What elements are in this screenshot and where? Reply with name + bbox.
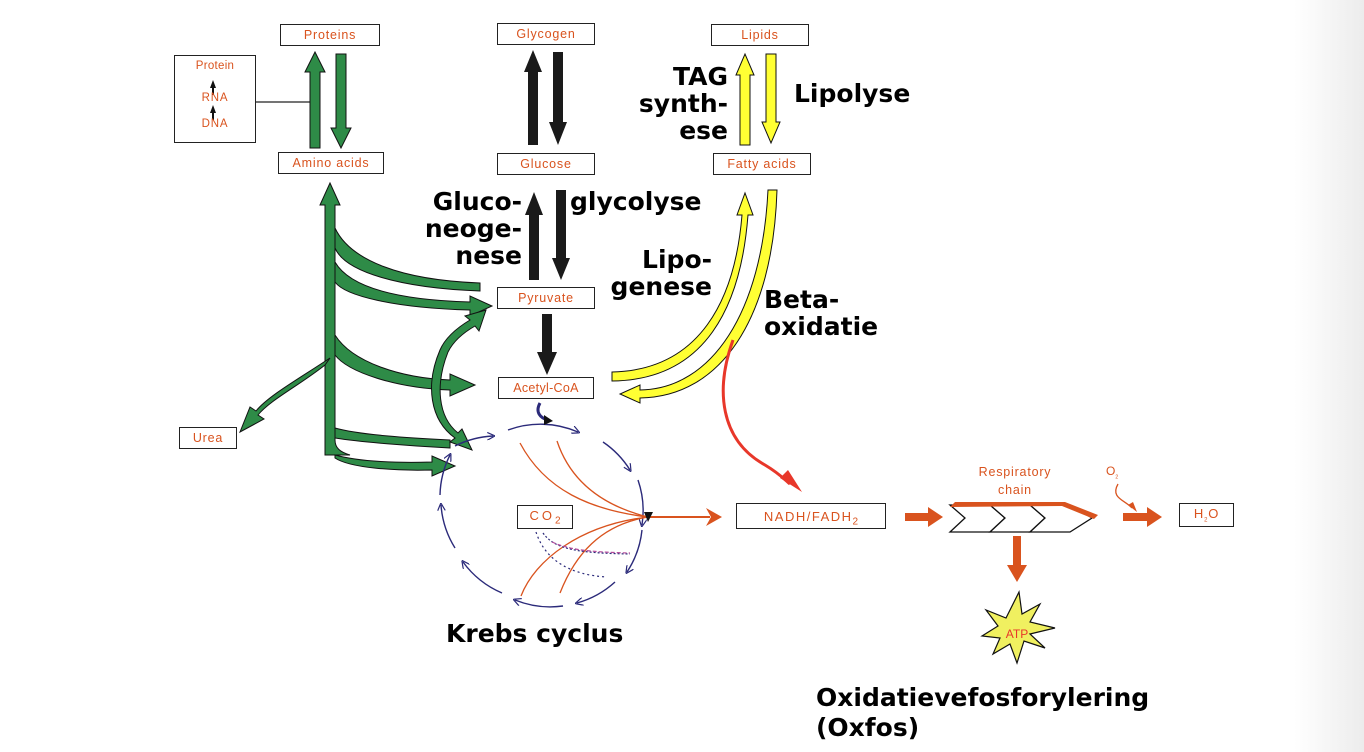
glycogen-box: Glycogen [497,23,595,45]
co2-dotted-line [542,532,631,555]
junction-marker-icon [644,512,653,522]
krebs-cyclus-label: Krebs cyclus [446,619,624,648]
tag-line-1: TAG [673,62,728,91]
red-arrowhead [780,470,802,492]
atp-label: ATP [1005,627,1029,641]
proteins-box: Proteins [280,24,380,46]
dogma-protein: Protein [195,60,235,72]
h2o-box: H2O [1179,503,1234,527]
co2-text: CO [529,508,555,523]
pyruvate-box: Pyruvate [497,287,595,309]
dogma-dna: DNA [201,118,229,130]
urea-box: Urea [179,427,237,449]
co2-dotted-line-2 [535,531,608,578]
lipo-line-1: Lipo- [642,245,712,274]
o2-arrowhead [1128,502,1137,512]
beta-oxidatie-label: Beta- oxidatie [764,286,878,340]
chain-to-atp-arrow [1007,536,1027,582]
gluconeogenese-label: Gluco- neoge- nese [400,188,522,269]
amino-to-protein-arrow [304,50,326,149]
lipolyse-label: Lipolyse [794,79,911,108]
lipids-box: Lipids [711,24,809,46]
pyruvate-to-acetylcoa-arrow [537,314,557,375]
lipo-line-2: genese [610,272,712,301]
fatty-acids-box: Fatty acids [713,153,811,175]
glycogen-to-glucose-arrow [549,52,567,145]
chain-to-h2o-arrow [1123,507,1162,527]
h2o-subscript: 2 [1204,517,1209,524]
krebs-to-nadh-arrowhead [706,508,722,526]
gluconeogenesis-arrow [525,192,543,280]
protein-to-amino-arrow [330,53,352,150]
beta-line-1: Beta- [764,285,840,314]
tag-synthesis-arrow [735,52,755,146]
gluco-line-2: neoge- [424,214,522,243]
gluco-line-3: nese [455,241,522,270]
tag-line-2: synth- [638,89,728,118]
co2-box: CO2 [517,505,573,529]
respiratory-chain-label: Respiratory chain [955,463,1075,499]
gluco-line-1: Gluco- [432,187,522,216]
o2-label: O2 [1106,464,1118,480]
rna-to-protein-arrow [210,80,216,95]
nadh-subscript: 2 [852,516,859,528]
dna-to-rna-arrow [210,105,216,120]
o2-text: O [1106,464,1116,478]
krebs-cycle-ring [440,423,643,608]
oxfos-line-2: (Oxfos) [816,713,920,742]
tag-line-3: ese [679,116,728,145]
co2-dotted-line-pink [551,541,631,554]
nadh-text: NADH/FADH [763,509,853,524]
acetylcoa-entry-arrowhead [544,415,553,425]
oxfos-label: Oxidatievefosforylering (Oxfos) [816,683,1149,743]
nadh-to-chain-arrow [905,507,943,527]
atp-star-icon [980,589,1056,665]
glucose-to-glycogen-arrow [524,50,542,145]
glycolysis-arrow [552,190,570,280]
o2-subscript: 2 [1115,474,1119,481]
tag-synthese-label: TAG synth- ese [620,63,728,144]
respiratory-chain-bar [950,502,1098,519]
beta-line-2: oxidatie [764,312,879,341]
lipogenesis-arrow [611,191,754,382]
lipogenese-label: Lipo- genese [600,246,712,300]
h2o-h: H [1193,506,1205,521]
glucose-box: Glucose [497,153,595,175]
amino-acid-catabolism-tree [239,181,494,477]
acetyl-coa-box: Acetyl-CoA [498,377,594,399]
nadh-fadh2-box: NADH/FADH2 [736,503,886,529]
resp-line-1: Respiratory [978,465,1052,479]
beta-oxidation-arrow [618,189,778,404]
beta-oxidation-to-nadh-arrow [721,339,791,486]
oxfos-line-1: Oxidatievefosforylering [816,683,1150,712]
h2o-o: O [1208,506,1220,521]
glycolyse-label: glycolyse [570,187,702,216]
central-dogma-box [174,55,256,143]
resp-line-2: chain [998,483,1032,497]
amino-acids-box: Amino acids [278,152,384,174]
right-edge-shade [1294,0,1364,752]
dogma-rna: RNA [201,92,229,104]
lipolysis-arrow [761,53,781,145]
co2-subscript: 2 [554,515,561,527]
